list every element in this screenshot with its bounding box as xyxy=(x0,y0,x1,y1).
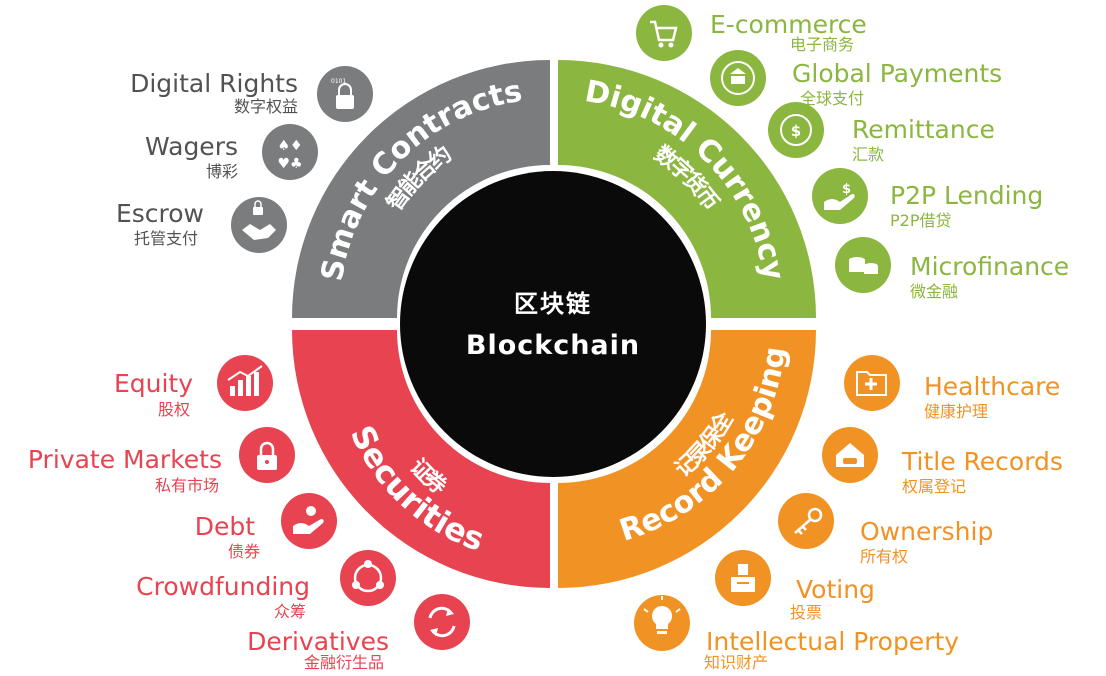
item-debt: Debt 债券 xyxy=(195,493,337,561)
segment-securities xyxy=(292,330,550,588)
svg-text:$: $ xyxy=(791,122,801,140)
item-label-zh: 电子商务 xyxy=(790,35,854,54)
item-label-en: Wagers xyxy=(145,132,238,161)
item-escrow: Escrow 托管支付 xyxy=(116,197,287,253)
item-equity: Equity 股权 xyxy=(114,355,273,419)
item-intellectual-property: Intellectual Property 知识财产 xyxy=(634,595,959,672)
center-label-en: Blockchain xyxy=(466,330,640,361)
item-wagers: ♠♦ ♥♣ Wagers 博彩 xyxy=(145,124,318,181)
item-label-en: Digital Rights xyxy=(130,69,298,98)
item-label-en: Escrow xyxy=(116,199,204,228)
card-suits-icon xyxy=(262,124,318,180)
item-label-zh: 权属登记 xyxy=(902,477,966,496)
item-microfinance: Microfinance 微金融 xyxy=(835,237,1069,301)
item-e-commerce: E-commerce 电子商务 xyxy=(636,5,867,61)
item-label-en: E-commerce xyxy=(710,10,867,39)
item-label-en: Equity xyxy=(114,369,193,398)
item-label-en: P2P Lending xyxy=(890,181,1043,210)
item-remittance: $ Remittance 汇款 xyxy=(768,102,995,164)
segment-digital-currency xyxy=(558,60,816,318)
item-label-en: Ownership xyxy=(860,517,993,546)
item-label-en: Remittance xyxy=(852,115,995,144)
item-label-en: Voting xyxy=(796,575,875,604)
ring xyxy=(292,60,816,588)
item-label-zh: 投票 xyxy=(790,603,822,622)
item-label-en: Intellectual Property xyxy=(706,627,959,656)
item-crowdfunding: Crowdfunding 众筹 xyxy=(136,550,396,621)
item-label-zh: 股权 xyxy=(158,400,190,419)
item-label-zh: 托管支付 xyxy=(134,229,198,248)
item-label-zh: P2P借贷 xyxy=(890,211,951,230)
bar-chart-icon xyxy=(217,355,273,411)
item-label-zh: 微金融 xyxy=(910,282,958,301)
item-derivatives: Derivatives 金融衍生品 xyxy=(247,594,470,672)
item-label-zh: 知识财产 xyxy=(704,653,768,672)
key-icon xyxy=(778,493,834,549)
item-label-en: Healthcare xyxy=(924,372,1060,401)
svg-text:0101: 0101 xyxy=(331,78,346,85)
item-ownership: Ownership 所有权 xyxy=(778,493,993,566)
item-private-markets: Private Markets 私有市场 xyxy=(28,427,295,495)
item-global-payments: Global Payments 全球支付 xyxy=(710,50,1002,108)
svg-text:♥♣: ♥♣ xyxy=(277,156,302,172)
item-label-en: Private Markets xyxy=(28,445,222,474)
item-label-zh: 健康护理 xyxy=(924,402,988,421)
segment-smart-contracts xyxy=(292,60,550,318)
item-voting: Voting 投票 xyxy=(715,550,875,622)
item-label-zh: 数字权益 xyxy=(234,97,298,116)
svg-text:$: $ xyxy=(842,182,851,197)
people-circle-icon xyxy=(340,550,396,606)
item-label-zh: 金融衍生品 xyxy=(304,653,384,672)
handshake-lock-icon xyxy=(231,197,287,253)
item-label-en: Debt xyxy=(195,512,256,541)
item-label-zh: 众筹 xyxy=(274,602,306,621)
item-digital-rights: 0101 Digital Rights 数字权益 xyxy=(130,66,373,122)
item-label-zh: 汇款 xyxy=(852,145,884,164)
item-title-records: Title Records 权属登记 xyxy=(822,427,1063,496)
item-label-zh: 博彩 xyxy=(206,162,238,181)
item-p2p-lending: $ P2P Lending P2P借贷 xyxy=(812,168,1043,230)
center-label-zh: 区块链 xyxy=(514,290,592,318)
item-label-en: Derivatives xyxy=(247,627,389,656)
hand-coin-icon xyxy=(281,493,337,549)
item-label-en: Crowdfunding xyxy=(136,572,310,601)
item-label-zh: 所有权 xyxy=(860,547,908,566)
cycle-arrows-icon xyxy=(414,594,470,650)
svg-text:♠♦: ♠♦ xyxy=(277,138,302,154)
segment-record-keeping xyxy=(558,330,816,588)
shopping-cart-icon xyxy=(636,5,692,61)
item-label-en: Title Records xyxy=(901,447,1063,476)
item-label-zh: 私有市场 xyxy=(155,476,219,495)
hand-money-icon xyxy=(812,168,868,224)
item-label-en: Global Payments xyxy=(792,59,1002,88)
item-label-zh: 债券 xyxy=(228,542,260,561)
item-label-en: Microfinance xyxy=(910,252,1069,281)
lock-binary-icon xyxy=(317,66,373,122)
blockchain-core xyxy=(400,171,706,477)
item-label-zh: 全球支付 xyxy=(800,89,864,108)
item-healthcare: Healthcare 健康护理 xyxy=(844,355,1060,421)
money-transfer-icon xyxy=(768,102,824,158)
